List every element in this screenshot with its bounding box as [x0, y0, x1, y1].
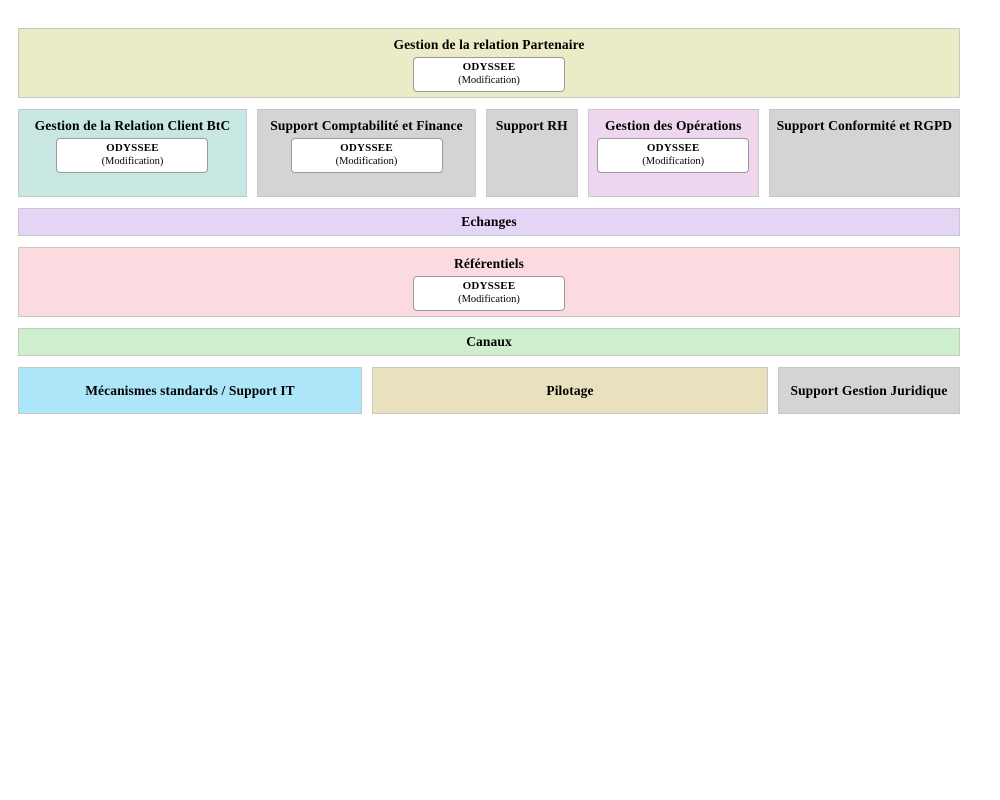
app-chip-name: ODYSSEE: [646, 141, 700, 154]
block-title: Pilotage: [546, 382, 594, 398]
block-title: Référentiels: [454, 256, 524, 271]
app-chip-state: (Modification): [335, 156, 398, 168]
block-gestion-relation-partenaire[interactable]: Gestion de la relation Partenaire ODYSSE…: [18, 28, 960, 98]
app-chip-state: (Modification): [101, 156, 164, 168]
app-chip-odyssee[interactable]: ODYSSEE (Modification): [56, 137, 209, 174]
app-chip-name: ODYSSEE: [340, 141, 393, 154]
app-chip-name: ODYSSEE: [462, 60, 516, 73]
capability-map: Gestion de la relation Partenaire ODYSSE…: [18, 28, 960, 425]
block-title: Mécanismes standards / Support IT: [85, 382, 295, 398]
block-referentiels[interactable]: Référentiels ODYSSEE (Modification): [18, 247, 960, 317]
app-chip-name: ODYSSEE: [462, 279, 516, 292]
block-title: Support Gestion Juridique: [790, 382, 948, 398]
block-support-gestion-juridique[interactable]: Support Gestion Juridique: [778, 367, 960, 414]
block-support-comptabilite-finance[interactable]: Support Comptabilité et Finance ODYSSEE …: [256, 109, 477, 197]
block-mecanismes-standards-support-it[interactable]: Mécanismes standards / Support IT: [18, 367, 362, 414]
block-title: Support Comptabilité et Finance: [270, 118, 463, 133]
block-canaux[interactable]: Canaux: [18, 328, 960, 356]
block-title: Support Conformité et RGPD: [776, 118, 953, 133]
row-capabilities: Gestion de la Relation Client BtC ODYSSE…: [18, 109, 960, 197]
block-support-conformite-rgpd[interactable]: Support Conformité et RGPD: [768, 109, 960, 197]
row-foundation: Mécanismes standards / Support IT Pilota…: [18, 367, 960, 414]
app-chip-name: ODYSSEE: [106, 141, 159, 154]
block-title: Support RH: [495, 118, 568, 133]
block-title: Gestion de la Relation Client BtC: [34, 118, 231, 133]
block-title: Gestion des Opérations: [604, 118, 742, 133]
block-gestion-des-operations[interactable]: Gestion des Opérations ODYSSEE (Modifica…: [587, 109, 759, 197]
block-echanges[interactable]: Echanges: [18, 208, 960, 236]
app-chip-odyssee[interactable]: ODYSSEE (Modification): [413, 56, 565, 93]
block-title: Echanges: [461, 214, 517, 229]
block-support-rh[interactable]: Support RH: [486, 109, 578, 197]
block-title: Gestion de la relation Partenaire: [393, 37, 585, 52]
app-chip-state: (Modification): [642, 156, 705, 168]
app-chip-odyssee[interactable]: ODYSSEE (Modification): [597, 137, 750, 174]
app-chip-state: (Modification): [458, 294, 520, 306]
block-pilotage[interactable]: Pilotage: [372, 367, 768, 414]
block-title: Canaux: [466, 334, 512, 349]
app-chip-state: (Modification): [458, 75, 520, 87]
app-chip-odyssee[interactable]: ODYSSEE (Modification): [413, 275, 565, 312]
block-gestion-relation-client-btc[interactable]: Gestion de la Relation Client BtC ODYSSE…: [18, 109, 247, 197]
app-chip-odyssee[interactable]: ODYSSEE (Modification): [290, 137, 443, 174]
